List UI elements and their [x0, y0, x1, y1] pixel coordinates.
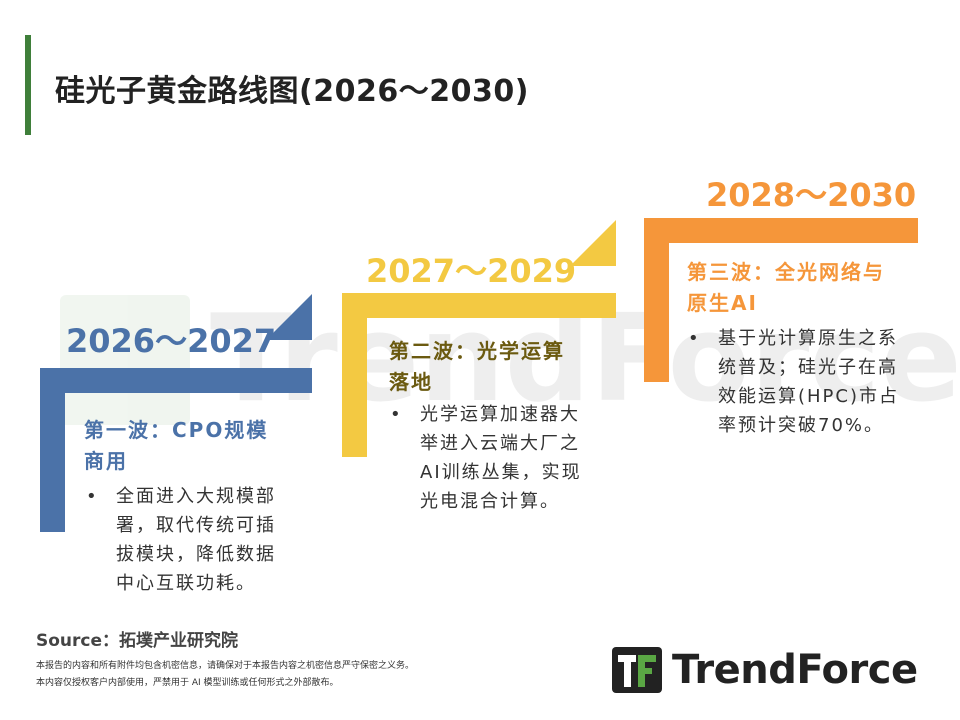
wave-2-arrow-tip: [570, 220, 616, 266]
wave-1-title: 第一波：CPO规模 商用: [84, 418, 269, 473]
page-title: 硅光子黄金路线图(2026～2030): [55, 74, 529, 109]
wave-1-bullets: 全面进入大规模部 署，取代传统可插 拔模块，降低数据 中心互联功耗。: [84, 482, 276, 598]
logo-text: TrendForce: [672, 647, 918, 693]
confidential-note: 本报告的内容和所有附件均包含机密信息，请确保对于本报告内容之机密信息严守保密之义…: [36, 661, 415, 671]
wave-3-step-top: [644, 218, 918, 243]
wave-1-arrow-tip: [266, 294, 312, 340]
wave-2-title: 第二波：光学运算 落地: [389, 339, 565, 394]
usage-note: 本内容仅授权客户内部使用，严禁用于 AI 模型训练或任何形式之外部散布。: [36, 678, 339, 688]
wave-2-bullets: 光学运算加速器大 举进入云端大厂之 AI训练丛集，实现 光电混合计算。: [388, 400, 582, 516]
wave-1-step-side: [40, 368, 65, 532]
trendforce-logo: TrendForce: [612, 645, 932, 695]
wave-2-step-side: [342, 293, 367, 457]
trendforce-logo-icon: [612, 647, 662, 693]
source-label: Source：拓墣产业研究院: [36, 631, 239, 651]
wave-2-years: 2027～2029: [366, 252, 577, 290]
list-item: 基于光计算原生之系 统普及；硅光子在高 效能运算(HPC)市占 率预计突破70%…: [686, 324, 899, 440]
title-accent-bar: [25, 35, 31, 135]
wave-3-bullets: 基于光计算原生之系 统普及；硅光子在高 效能运算(HPC)市占 率预计突破70%…: [686, 324, 899, 440]
wave-3-step-side: [644, 218, 669, 382]
wave-3-years: 2028～2030: [706, 176, 917, 214]
wave-1-step-top: [40, 368, 312, 393]
wave-2-step-top: [342, 293, 616, 318]
list-item: 全面进入大规模部 署，取代传统可插 拔模块，降低数据 中心互联功耗。: [84, 482, 276, 598]
wave-1-years: 2026～2027: [66, 322, 277, 360]
wave-3-title: 第三波：全光网络与 原生AI: [687, 260, 885, 315]
list-item: 光学运算加速器大 举进入云端大厂之 AI训练丛集，实现 光电混合计算。: [388, 400, 582, 516]
